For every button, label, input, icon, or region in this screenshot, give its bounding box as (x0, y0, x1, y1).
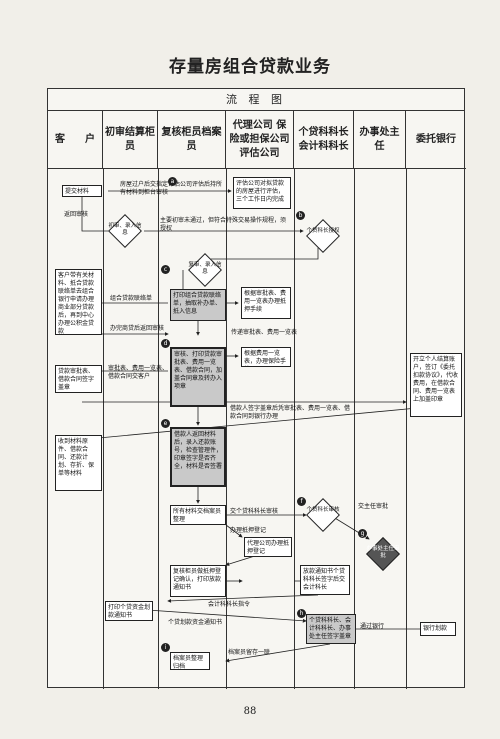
step-marker: a (168, 177, 177, 186)
flow-label: 交主任审批 (358, 503, 389, 510)
lane-divider (406, 169, 407, 689)
flow-box-print-notice: 打印个贷资金划款通知书 (105, 601, 153, 621)
flow-box-manager-sign: 个贷科科长、会计科科长、办事处主任签字盖章 (306, 614, 356, 644)
step-marker: i (161, 643, 170, 652)
flow-label: 会计科科长指令 (208, 601, 251, 608)
flow-box-print-contact: 打印组合贷款联络单，抽取补办单、抵入信息 (170, 289, 226, 321)
flow-box-insurance: 根据费用一览表，办理保险手续 (241, 347, 291, 367)
flow-box-review-print: 审核、打印贷款审批表、费用一览表、借款合同，加盖合同章及转办入项章 (170, 347, 226, 407)
flow-label: 借款人签字盖章后凭审批表、费用一览表、借款合同到银行办理 (230, 405, 351, 420)
flow-label: 组合贷款联络单 (110, 295, 153, 302)
decision-second-review: 复审、录入信息 (188, 253, 222, 287)
page-number: 88 (243, 706, 257, 717)
step-marker: h (297, 609, 306, 618)
flow-label: 办理抵押登记 (230, 527, 267, 534)
lane-header-loan-chief: 个贷科科长会计科科长 (294, 111, 354, 169)
lane-header-bank: 委托银行 (406, 111, 466, 169)
flow-box-notify-sign: 放款通知书个贷科科长签字后交会计科长 (300, 565, 350, 595)
lane-divider (103, 169, 104, 689)
flow-box-recheck-print: 复核柜员做抵押登记确认，打印放款通知书 (170, 565, 226, 597)
flow-box-appraise: 评估公司对拟贷款的房屋进行评估，三个工作日内完成 (233, 177, 291, 209)
flow-box-collect-docs: 收到材料原件、借款合同、还款计划、存折、保单等材料 (55, 435, 102, 491)
lane-header-recheck-archivist: 复核柜员档案员 (158, 111, 226, 169)
flow-box-client-sign2: 贷款审批表、借款合同签字盖章 (55, 365, 102, 393)
lane-divider (226, 169, 227, 689)
step-marker: g (358, 529, 367, 538)
flow-label: 通过银行 (360, 623, 385, 630)
connector-lines (81, 189, 429, 663)
step-marker: e (161, 419, 170, 428)
step-marker: c (161, 265, 170, 274)
lane-divider (294, 169, 295, 689)
flow-box-bank-open: 开立个人结算账户，签订《委托扣款协议》，代收费用，在借款合同、费用一览表上加盖印… (410, 353, 462, 417)
flow-label: 返回审核 (64, 211, 89, 218)
lane-header-client: 客 户 (48, 111, 103, 169)
lane-divider (158, 169, 159, 689)
flow-box-archive: 档案员整理归档 (170, 652, 210, 670)
decision-chief-auth: 个贷科长授权 (306, 219, 340, 253)
flow-box-submit: 提交材料 (62, 185, 102, 197)
page-title: 存量房组合贷款业务 (169, 57, 331, 77)
flow-box-client-sign: 客户带有关材料、抵合贷款联络单去组合银行申请办理商业部分贷款后，再到中心办理公积… (55, 269, 102, 335)
lane-divider (354, 169, 355, 689)
lane-header-agency: 代理公司 保险或担保公司 评估公司 (226, 111, 294, 169)
flowchart-title: 流 程 图 (48, 89, 464, 111)
decision-chief-review: 个贷科长审核 (306, 498, 340, 532)
step-marker: d (161, 339, 170, 348)
step-marker: f (297, 497, 306, 506)
decision-director-review: 办事处主任审批 (366, 537, 400, 571)
step-marker: b (296, 211, 305, 220)
flow-box-fee-list: 根据审批表、费用一览表办理抵押手续 (241, 287, 291, 319)
flow-label: 办完商贷后返回审核 (110, 325, 165, 332)
lane-header-first-teller: 初审结算柜员 (103, 111, 158, 169)
lane-header-director: 办事处主任 (354, 111, 406, 169)
flow-box-bank-transfer: 银行划款 (420, 622, 456, 636)
flow-label: 交个贷科科长审核 (230, 508, 279, 515)
flow-box-mortgage-reg: 代理公司办理抵押登记 (244, 537, 292, 557)
flowchart-frame: 流 程 图 客 户 初审结算柜员 复核柜员档案员 代理公司 保险或担保公司 评估… (47, 88, 466, 689)
flow-label: 审批表、费用一览表、借款合同交客户 (108, 365, 169, 380)
flow-label: 主要初审未通过，但符合特殊交易操作规程，须授权 (160, 217, 287, 232)
flow-box-all-docs: 所有材料交档案员整理 (170, 505, 226, 525)
flow-label: 档案员留存一联 (228, 649, 271, 656)
decision-first-review: 初审、录入信息 (108, 214, 142, 248)
flow-label: 个贷划款资金通知书 (168, 619, 223, 626)
flow-box-loan-contract: 借款人返回材料后，录入还款账号，检查管理件，印章签字是否齐全，材料是否签署 (170, 427, 226, 487)
flow-label: 传递审批表、费用一览表 (231, 329, 298, 336)
